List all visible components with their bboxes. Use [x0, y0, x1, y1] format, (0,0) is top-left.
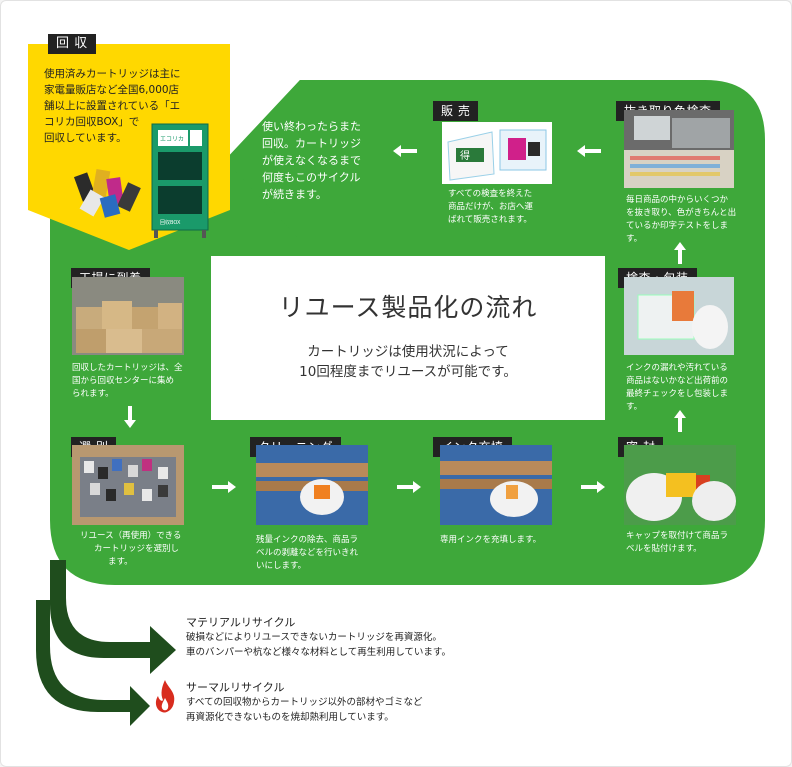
material-recycle-title: マテリアルリサイクル [186, 616, 296, 629]
fill-ink-image [440, 445, 552, 525]
step-clean-description: 残量インクの除去、商品ラ ベルの剥離などを行いきれ いにします。 [256, 534, 358, 573]
note-line: が続きます。 [262, 188, 327, 201]
desc-line: ばれて販売されます。 [448, 215, 532, 225]
desc-line: 国から回収センターに集め [72, 376, 175, 386]
collect-line: 使用済みカートリッジは主に [44, 68, 181, 80]
arrow-right-icon [212, 481, 236, 493]
step-inspect-description: 毎日商品の中からいくつか を抜き取り、色がきちんと出 ているか印字テストをしま … [626, 194, 736, 246]
desc-line: ます。 [108, 557, 133, 567]
note-line: が使えなくなるまで [262, 154, 361, 167]
arrow-down-icon [124, 406, 136, 428]
desc-line: ベルの剥離などを行いきれ [256, 548, 359, 558]
arrive-boxes-image [72, 277, 184, 355]
collect-description: 使用済みカートリッジは主に 家電量販店など全国6,000店 舗以上に設置されてい… [44, 66, 204, 146]
desc-line: られます。 [72, 389, 114, 399]
step-sale-description: すべての検査を終えた 商品だけが、お店へ運 ばれて販売されます。 [448, 188, 533, 227]
desc-line: す。 [626, 402, 643, 412]
material-recycle-section: マテリアルリサイクル 破損などによりリユースできないカートリッジを再資源化。 車… [186, 615, 451, 660]
collect-line: コリカ回収BOX」で [44, 116, 140, 128]
desc-line: キャップを取付けて商品ラ [626, 531, 729, 541]
package-text: 得 [460, 150, 470, 162]
step-fill-description: 専用インクを充填します。 [440, 534, 541, 547]
seal-cartridge-image [624, 445, 736, 525]
desc-line: を抜き取り、色がきちんと出 [626, 208, 737, 218]
sort-cartridges-image [72, 445, 184, 525]
inspect-printer-image [624, 110, 734, 188]
arrow-right-icon [581, 481, 605, 493]
desc-line: 商品だけが、お店へ運 [448, 202, 533, 212]
step-seal-description: キャップを取付けて商品ラ ベルを貼付けます。 [626, 530, 728, 556]
check-packaging-image [624, 277, 734, 355]
arrow-left-icon [393, 145, 417, 157]
thermal-recycle-line: 再資源化できないものを焼却熱利用しています。 [186, 712, 394, 723]
arrow-up-icon [674, 242, 686, 264]
desc-line: 商品はないかなど出荷前の [626, 376, 729, 386]
collect-line: 家電量販店など全国6,000店 [44, 84, 180, 96]
step-sort-description: リユース（再使用）できる カートリッジを選別し ます。 [80, 530, 181, 569]
green-loop-notch [225, 80, 610, 240]
material-recycle-arrow [50, 560, 176, 674]
step-check-description: インクの漏れや汚れている 商品はないかなど出荷前の 最終チェックをし包装しま す… [626, 362, 728, 414]
thermal-recycle-arrow-shape [36, 600, 150, 726]
sale-package-image: 得 [442, 122, 552, 184]
box-label-text: 回収BOX [160, 219, 181, 226]
clean-cartridge-image [256, 445, 368, 525]
collection-box-image: エコリカ 回収BOX [151, 123, 209, 238]
material-recycle-line: 破損などによりリユースできないカートリッジを再資源化。 [186, 632, 442, 643]
subtitle-line-1: カートリッジは使用状況によって [307, 344, 509, 360]
desc-line: すべての検査を終えた [448, 189, 533, 199]
arrow-up-icon [674, 410, 686, 432]
desc-line: いにします。 [256, 561, 307, 571]
desc-line: ているか印字テストをしま [626, 221, 729, 231]
subtitle-line-2: 10回程度までリユースが可能です。 [299, 364, 517, 380]
desc-line: 回収したカートリッジは、全 [72, 363, 183, 373]
step-arrive-description: 回収したカートリッジは、全 国から回収センターに集め られます。 [72, 362, 183, 401]
step-sale-label: 販 売 [433, 101, 479, 121]
collect-label: 回 収 [48, 34, 96, 54]
thermal-recycle-line: すべての回収物からカートリッジ以外の部材やゴミなど [186, 697, 423, 708]
reuse-cycle-note: 使い終わったらまた 回収。カートリッジ が使えなくなるまで 何度もこのサイクル … [262, 118, 361, 203]
center-title-panel: リユース製品化の流れ カートリッジは使用状況によって 10回程度までリユースが可… [211, 256, 605, 420]
box-brand-text: エコリカ [160, 136, 184, 143]
note-line: 使い終わったらまた [262, 120, 361, 133]
material-recycle-line: 車のバンパーや杭など様々な材料として再生利用しています。 [186, 647, 451, 658]
desc-line: リユース（再使用）できる [80, 531, 182, 541]
desc-line: 最終チェックをし包装しま [626, 389, 729, 399]
desc-line: インクの漏れや汚れている [626, 363, 728, 373]
thermal-recycle-section: サーマルリサイクル すべての回収物からカートリッジ以外の部材やゴミなど 再資源化… [186, 680, 422, 725]
desc-line: ベルを貼付けます。 [626, 544, 702, 554]
arrow-right-icon [397, 481, 421, 493]
note-line: 回収。カートリッジ [262, 137, 361, 150]
desc-line: 毎日商品の中からいくつか [626, 195, 729, 205]
flame-icon [155, 680, 175, 713]
note-line: 何度もこのサイクル [262, 171, 361, 184]
desc-line: カートリッジを選別し [94, 544, 180, 554]
collect-line: 舗以上に設置されている「エ [44, 100, 181, 112]
used-cartridges-image [73, 168, 141, 218]
page-title: リユース製品化の流れ [278, 293, 538, 322]
desc-line: す。 [626, 234, 643, 244]
collect-line: 回収しています。 [44, 132, 127, 144]
page-subtitle: カートリッジは使用状況によって 10回程度までリユースが可能です。 [211, 342, 605, 382]
desc-line: 残量インクの除去、商品ラ [256, 535, 359, 545]
thermal-recycle-title: サーマルリサイクル [186, 681, 285, 694]
desc-line: 専用インクを充填します。 [440, 535, 542, 545]
arrow-left-icon [577, 145, 601, 157]
